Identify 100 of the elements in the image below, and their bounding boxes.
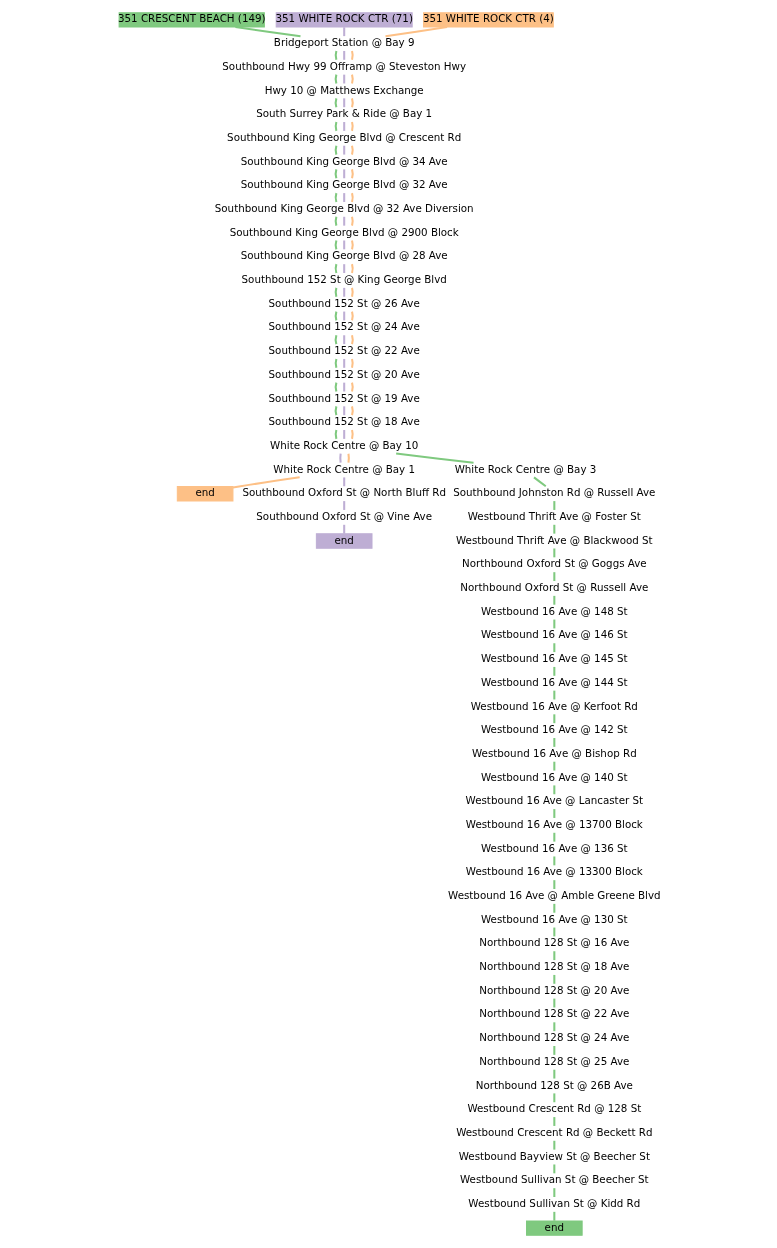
node-text: Southbound 152 St @ 20 Ave [268, 367, 420, 380]
connector [552, 785, 555, 795]
connector [342, 50, 345, 60]
node-text: Southbound 152 St @ King George Blvd [241, 273, 447, 286]
connector [552, 903, 555, 913]
connector [552, 832, 555, 842]
node-box: end [525, 1220, 583, 1236]
connector [350, 98, 354, 108]
connector [384, 26, 447, 38]
node-text: White Rock Centre @ Bay 1 [272, 462, 415, 475]
node-text: South Surrey Park & Ride @ Bay 1 [255, 107, 432, 120]
node-text: Westbound 16 Ave @ 136 St [480, 841, 628, 854]
connector [552, 880, 555, 889]
connector [350, 192, 354, 203]
connector [552, 1046, 555, 1055]
node-text: Westbound 16 Ave @ 142 St [480, 723, 628, 736]
connector [395, 452, 474, 464]
connector [342, 27, 345, 37]
connector [342, 430, 345, 439]
connector [342, 240, 345, 250]
connector [552, 1164, 555, 1174]
node-text: Bridgeport Station @ Bay 9 [273, 36, 415, 49]
node-text: Westbound Sullivan St @ Beecher St [459, 1173, 649, 1186]
connector [334, 240, 337, 250]
node-text: Southbound King George Blvd @ 32 Ave [240, 178, 448, 191]
connector [334, 311, 337, 321]
node-text: Southbound Oxford St @ Vine Ave [255, 509, 432, 522]
connector [346, 453, 350, 463]
node-text: Westbound 16 Ave @ 146 St [480, 628, 628, 641]
connector [552, 1069, 555, 1079]
node-box: 351 WHITE ROCK CTR (71) [275, 12, 413, 28]
connector [350, 263, 354, 274]
node-text: Southbound King George Blvd @ 28 Ave [240, 249, 448, 262]
node-text: Southbound Hwy 99 Offramp @ Steveston Hwy [221, 59, 466, 72]
node-box: 351 WHITE ROCK CTR (4) [422, 12, 554, 28]
connector [334, 382, 337, 392]
node-text: Southbound 152 St @ 26 Ave [268, 296, 420, 309]
node-box: end [315, 533, 372, 549]
connector [334, 74, 337, 84]
connector [350, 429, 354, 440]
connector [350, 145, 354, 155]
node-text: Southbound 152 St @ 19 Ave [268, 391, 420, 404]
connector [552, 761, 555, 771]
connector [552, 501, 555, 510]
node-text: Southbound King George Blvd @ 2900 Block [229, 225, 459, 238]
connector [552, 856, 555, 866]
node-text: Hwy 10 @ Matthews Exchange [264, 83, 424, 96]
node-text: Westbound 16 Ave @ 13700 Block [465, 817, 643, 830]
connector [350, 216, 354, 226]
connector [552, 1188, 555, 1197]
node-text: Northbound 128 St @ 16 Ave [478, 936, 629, 949]
connector [350, 358, 354, 368]
connector [342, 501, 345, 510]
connector [334, 287, 337, 297]
connector [552, 951, 555, 961]
node-text: Westbound Crescent Rd @ Beckett Rd [455, 1125, 652, 1138]
connector [552, 974, 555, 984]
connector [342, 477, 345, 487]
connector [334, 98, 337, 108]
node-text: Northbound Oxford St @ Russell Ave [459, 581, 648, 594]
connector [342, 145, 345, 155]
node-text: Westbound 16 Ave @ Lancaster St [465, 794, 643, 807]
node-text: Northbound 128 St @ 18 Ave [478, 960, 629, 973]
connector [552, 572, 555, 582]
node-text: Northbound 128 St @ 25 Ave [478, 1054, 629, 1067]
connector [552, 809, 555, 818]
connector [350, 287, 354, 297]
connector [552, 1022, 555, 1032]
connector [350, 74, 354, 84]
node-text: Westbound 16 Ave @ 145 St [480, 652, 628, 665]
connector [552, 524, 555, 534]
connector [338, 453, 342, 463]
connector [334, 406, 337, 416]
connector [350, 406, 354, 416]
node-text: Northbound 128 St @ 20 Ave [478, 983, 629, 996]
connector [552, 548, 555, 558]
connector [350, 311, 354, 321]
node-text: Westbound Thrift Ave @ Blackwood St [455, 533, 653, 546]
connector [350, 382, 354, 392]
node-text: Westbound Bayview St @ Beecher St [458, 1149, 650, 1162]
connector [342, 335, 345, 345]
connector [350, 335, 354, 345]
connector [350, 169, 354, 179]
node-text: Southbound 152 St @ 18 Ave [268, 415, 420, 428]
connector [334, 50, 337, 60]
connector [334, 358, 337, 368]
node-text: Westbound 16 Ave @ Bishop Rd [471, 746, 637, 759]
connector [350, 240, 354, 250]
node-text: Southbound 152 St @ 22 Ave [268, 344, 420, 357]
node-text: Southbound 152 St @ 24 Ave [268, 320, 420, 333]
connector [334, 145, 337, 155]
node-text: Westbound 16 Ave @ 13300 Block [465, 865, 643, 878]
node-text: Northbound 128 St @ 24 Ave [478, 1031, 629, 1044]
connector [334, 263, 337, 274]
connector [552, 714, 555, 724]
node-text: Westbound 16 Ave @ 144 St [480, 675, 628, 688]
connector [334, 192, 337, 203]
connector [552, 595, 555, 605]
node-text: Northbound 128 St @ 26B Ave [475, 1078, 633, 1091]
node-text: Westbound 16 Ave @ Amble Greene Blvd [447, 889, 661, 902]
